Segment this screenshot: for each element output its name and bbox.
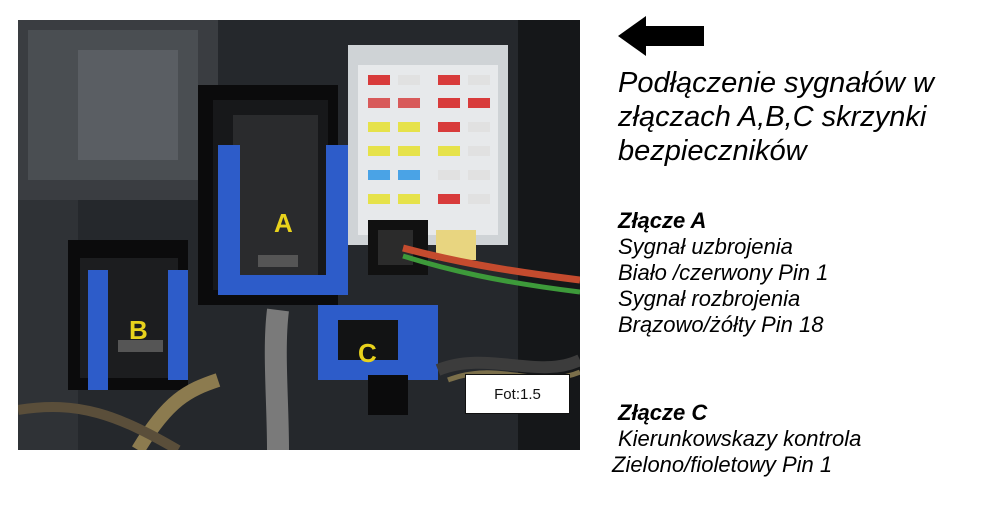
connector-a-line: Sygnał uzbrojenia <box>618 234 793 259</box>
connector-c-label: C <box>358 338 377 368</box>
photo-caption: Fot:1.5 <box>494 385 541 403</box>
fuse-box-photo: A B C Fot:1.5 <box>18 20 580 450</box>
connector-c-line: Kierunkowskazy kontrola <box>618 426 862 451</box>
page-title: Podłączenie sygnałów w złączach A,B,C sk… <box>618 67 934 167</box>
connector-a-line: Brązowo/żółty Pin 18 <box>618 312 824 337</box>
connector-a-line: Biało /czerwony Pin 1 <box>618 260 829 285</box>
left-arrow-icon <box>618 16 704 56</box>
connector-a-label: A <box>274 208 293 238</box>
connector-a-heading: Złącze A <box>618 208 707 233</box>
connector-b-label: B <box>129 315 148 345</box>
connector-a-line: Sygnał rozbrojenia <box>618 286 801 311</box>
connector-a-section: Złącze A Sygnał uzbrojenia Biało /czerwo… <box>618 208 828 338</box>
connector-c-section: Złącze C Kierunkowskazy kontrola Zielono… <box>612 400 862 478</box>
connector-c-heading: Złącze C <box>618 400 708 425</box>
photo-caption-box: Fot:1.5 <box>465 374 570 414</box>
connector-c-line: Zielono/fioletowy Pin 1 <box>612 452 833 477</box>
